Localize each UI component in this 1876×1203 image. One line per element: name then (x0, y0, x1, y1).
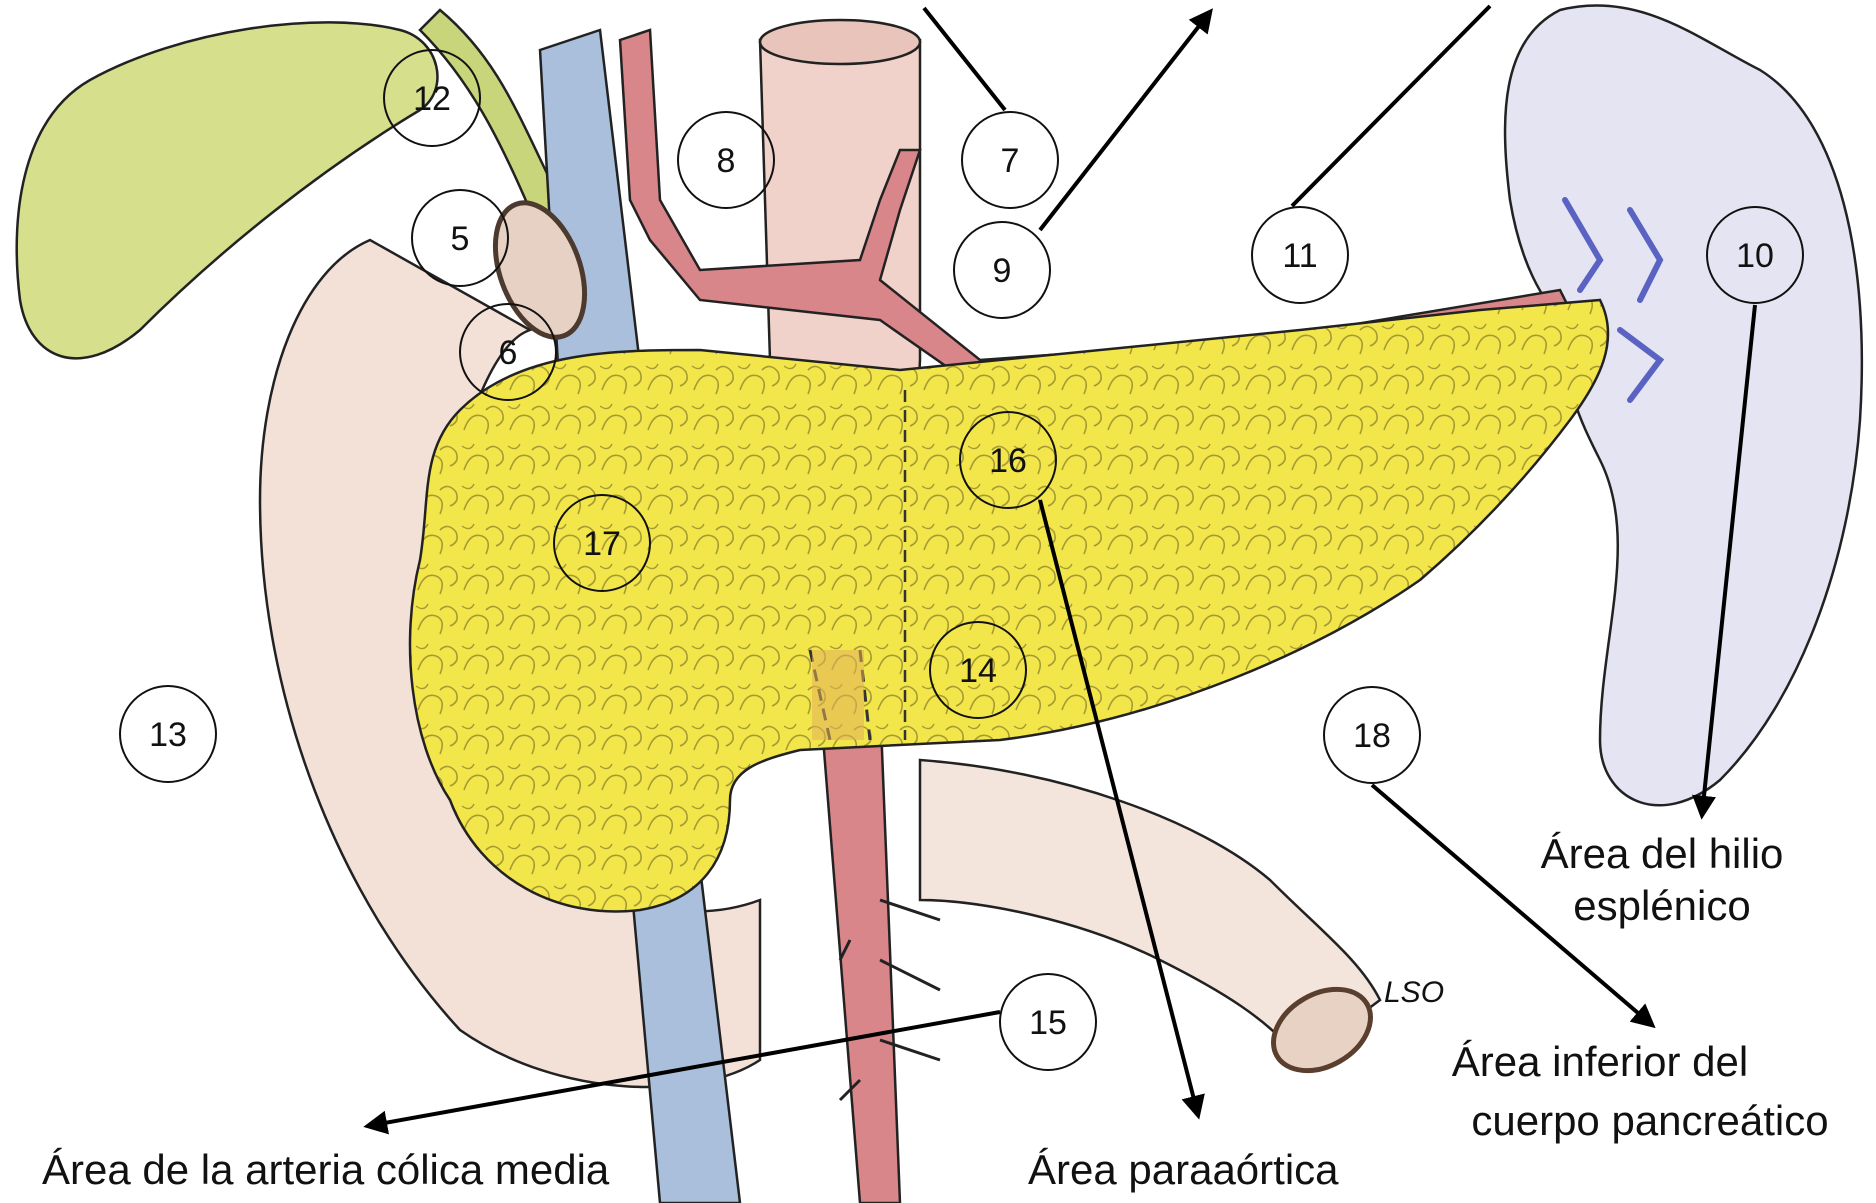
svg-text:9: 9 (993, 252, 1012, 290)
marker-7: 7 (962, 112, 1058, 208)
svg-text:18: 18 (1353, 717, 1391, 755)
marker-15: 15 (1000, 974, 1096, 1070)
svg-text:6: 6 (499, 334, 518, 372)
caption-paraaortic: Área paraaórtica (1028, 1146, 1339, 1193)
svg-text:14: 14 (959, 652, 997, 690)
svg-text:13: 13 (149, 716, 187, 754)
caption-inferior-body-1: Área inferior del (1452, 1038, 1748, 1085)
leader-9 (1040, 12, 1210, 230)
svg-text:10: 10 (1736, 237, 1774, 275)
caption-splenic-hilum-1: Área del hilio (1541, 830, 1784, 877)
svg-text:17: 17 (583, 525, 621, 563)
vessel-overlay-fill (812, 650, 864, 740)
svg-text:5: 5 (451, 220, 470, 258)
svg-text:7: 7 (1001, 142, 1020, 180)
svg-text:16: 16 (989, 442, 1027, 480)
caption-middle-colic: Área de la arteria cólica media (42, 1146, 610, 1193)
caption-splenic-hilum-2: esplénico (1573, 882, 1750, 929)
marker-13: 13 (120, 686, 216, 782)
svg-text:8: 8 (717, 142, 736, 180)
marker-9: 9 (954, 222, 1050, 318)
svg-text:12: 12 (413, 80, 451, 118)
label-lso: LSO (1384, 976, 1444, 1009)
marker-8: 8 (678, 112, 774, 208)
caption-inferior-body-2: cuerpo pancreático (1471, 1097, 1828, 1144)
svg-text:15: 15 (1029, 1004, 1067, 1042)
svg-text:11: 11 (1282, 237, 1317, 275)
marker-11: 11 (1252, 207, 1348, 303)
aorta-lumen (760, 20, 920, 64)
leader-11 (1292, 6, 1490, 206)
mesenteric-artery (820, 700, 900, 1203)
marker-18: 18 (1324, 687, 1420, 783)
leader-7 (924, 8, 1005, 110)
